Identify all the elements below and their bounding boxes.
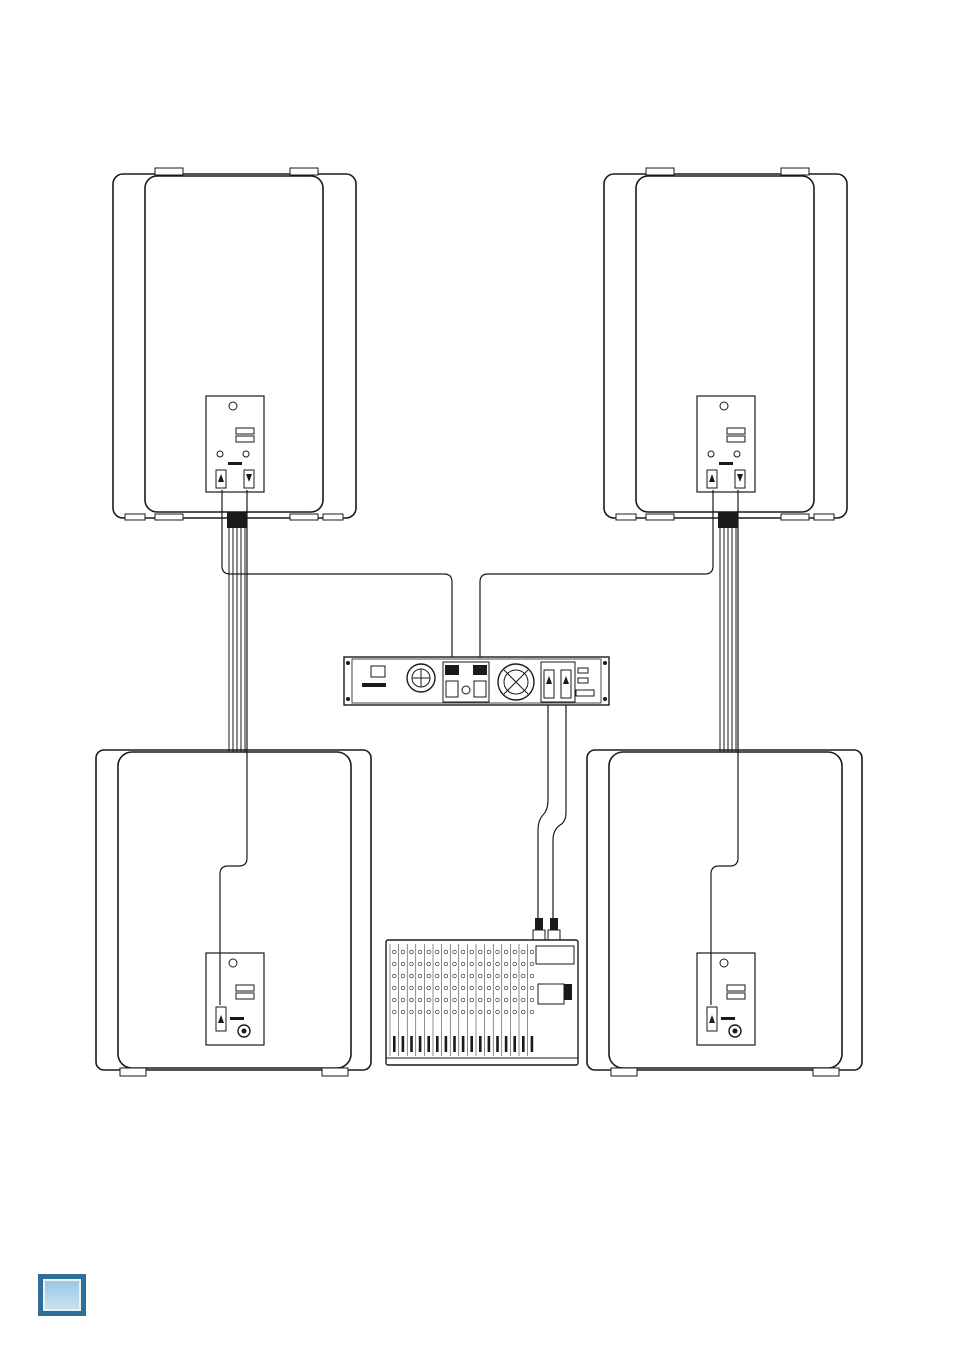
bottom-left-subwoofer <box>96 750 371 1076</box>
mixer-fader <box>427 1036 430 1052</box>
bottom-left-input-panel <box>206 953 264 1045</box>
mixer-fader <box>453 1036 456 1052</box>
xlr-cable-b <box>553 705 566 918</box>
mixer-fader <box>522 1036 525 1052</box>
mixer-fader <box>445 1036 448 1052</box>
top-right-speaker <box>604 168 847 528</box>
mixer-fader <box>462 1036 465 1052</box>
mixer-fader <box>505 1036 508 1052</box>
xlr-cable-a <box>538 705 548 918</box>
top-left-speaker <box>113 168 356 528</box>
mixer-fader <box>513 1036 516 1052</box>
mixer-fader <box>479 1036 482 1052</box>
power-amplifier <box>344 657 609 705</box>
mixer-fader <box>419 1036 422 1052</box>
mixer-fader <box>393 1036 396 1052</box>
page-marker-badge <box>38 1274 86 1316</box>
mixer-fader <box>531 1036 534 1052</box>
mixer-fader <box>496 1036 499 1052</box>
top-right-input-panel <box>697 396 755 492</box>
top-left-input-panel <box>206 396 264 492</box>
left-pole-cable <box>229 528 245 752</box>
mixer-fader <box>410 1036 413 1052</box>
bottom-right-subwoofer <box>587 750 862 1076</box>
mixer <box>386 940 578 1065</box>
mixer-fader <box>402 1036 405 1052</box>
right-pole-cable <box>720 528 736 752</box>
mixer-fader <box>470 1036 473 1052</box>
mixer-fader <box>436 1036 439 1052</box>
bottom-right-input-panel <box>697 953 755 1045</box>
mixer-fader <box>488 1036 491 1052</box>
xlr-plugs <box>533 918 560 942</box>
